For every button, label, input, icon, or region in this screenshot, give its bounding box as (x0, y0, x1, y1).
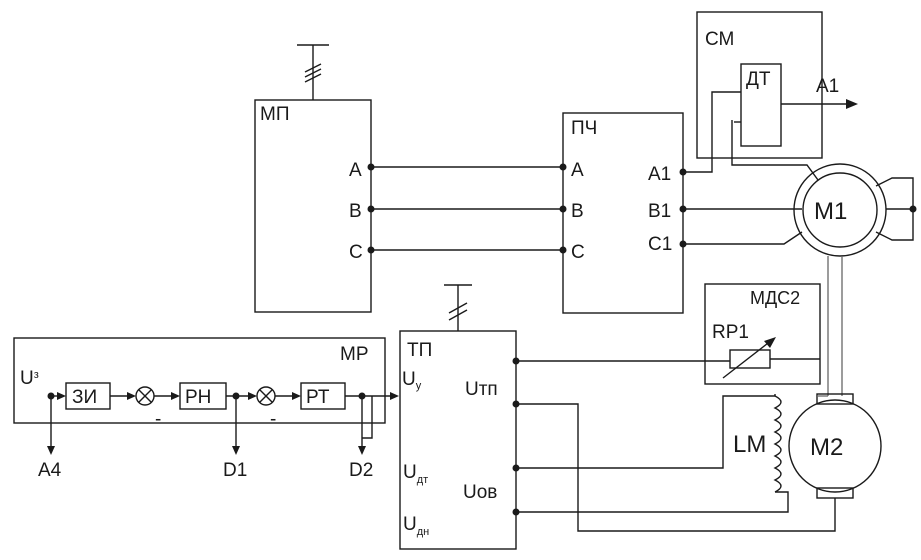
tp-port-uov: Uов (463, 482, 497, 503)
pch-port-b: B (571, 201, 584, 222)
mr-block: МР Uз ЗИ - РН - РТ (13, 337, 399, 481)
pch-block: ПЧ A B C A1 B1 C1 (562, 112, 684, 314)
mp-block: МП A B C (254, 44, 372, 313)
tp-port-uy: Uу (402, 369, 422, 392)
tp-block: ТП Uу Uдт Uдн Uтп Uов (399, 284, 517, 550)
mp-label: МП (260, 104, 289, 125)
a4-output-label: A4 (38, 460, 62, 481)
zi-label: ЗИ (72, 387, 97, 408)
minus-sign-2: - (270, 409, 276, 430)
pch-port-b1: B1 (648, 201, 671, 222)
mp-port-a: A (349, 160, 362, 181)
pch-m1-wires (679, 91, 819, 248)
tp-output-wires (512, 357, 836, 532)
rp1-label: RP1 (712, 322, 749, 343)
d1-output-label: D1 (223, 460, 247, 481)
tp-label: ТП (407, 340, 432, 361)
tp-port-udn: Uдн (403, 514, 429, 538)
a1-output-label: A1 (816, 76, 839, 97)
shaft-coupling (827, 256, 843, 396)
pch-label: ПЧ (571, 118, 597, 139)
m1-label: М1 (814, 198, 847, 225)
pch-port-c1: C1 (648, 234, 672, 255)
d2-output-label: D2 (349, 460, 373, 481)
mp-pch-wires (367, 163, 567, 254)
m1-motor: М1 (793, 163, 917, 257)
rt-label: РТ (306, 387, 330, 408)
dt-label: ДТ (746, 69, 771, 90)
mds2-block: МДС2 RP1 (704, 283, 821, 385)
tp-port-utp: Uтп (465, 379, 498, 400)
tp-port-udt: Uдт (403, 462, 428, 486)
mr-label: МР (340, 344, 369, 365)
minus-sign-1: - (155, 409, 161, 430)
sm-block: СМ ДТ A1 (696, 11, 858, 159)
sm-label: СМ (705, 29, 734, 50)
mp-port-b: B (349, 201, 362, 222)
pch-port-c: C (571, 242, 585, 263)
mds2-label: МДС2 (750, 288, 800, 308)
mp-port-c: C (349, 242, 363, 263)
pch-port-a1: A1 (648, 164, 671, 185)
lm-label: LM (733, 431, 766, 458)
m2-label: М2 (810, 434, 843, 461)
pch-port-a: A (571, 160, 584, 181)
m2-motor: М2 LM (733, 393, 882, 499)
mr-input-uz: Uз (20, 368, 39, 389)
rn-label: РН (185, 387, 211, 408)
